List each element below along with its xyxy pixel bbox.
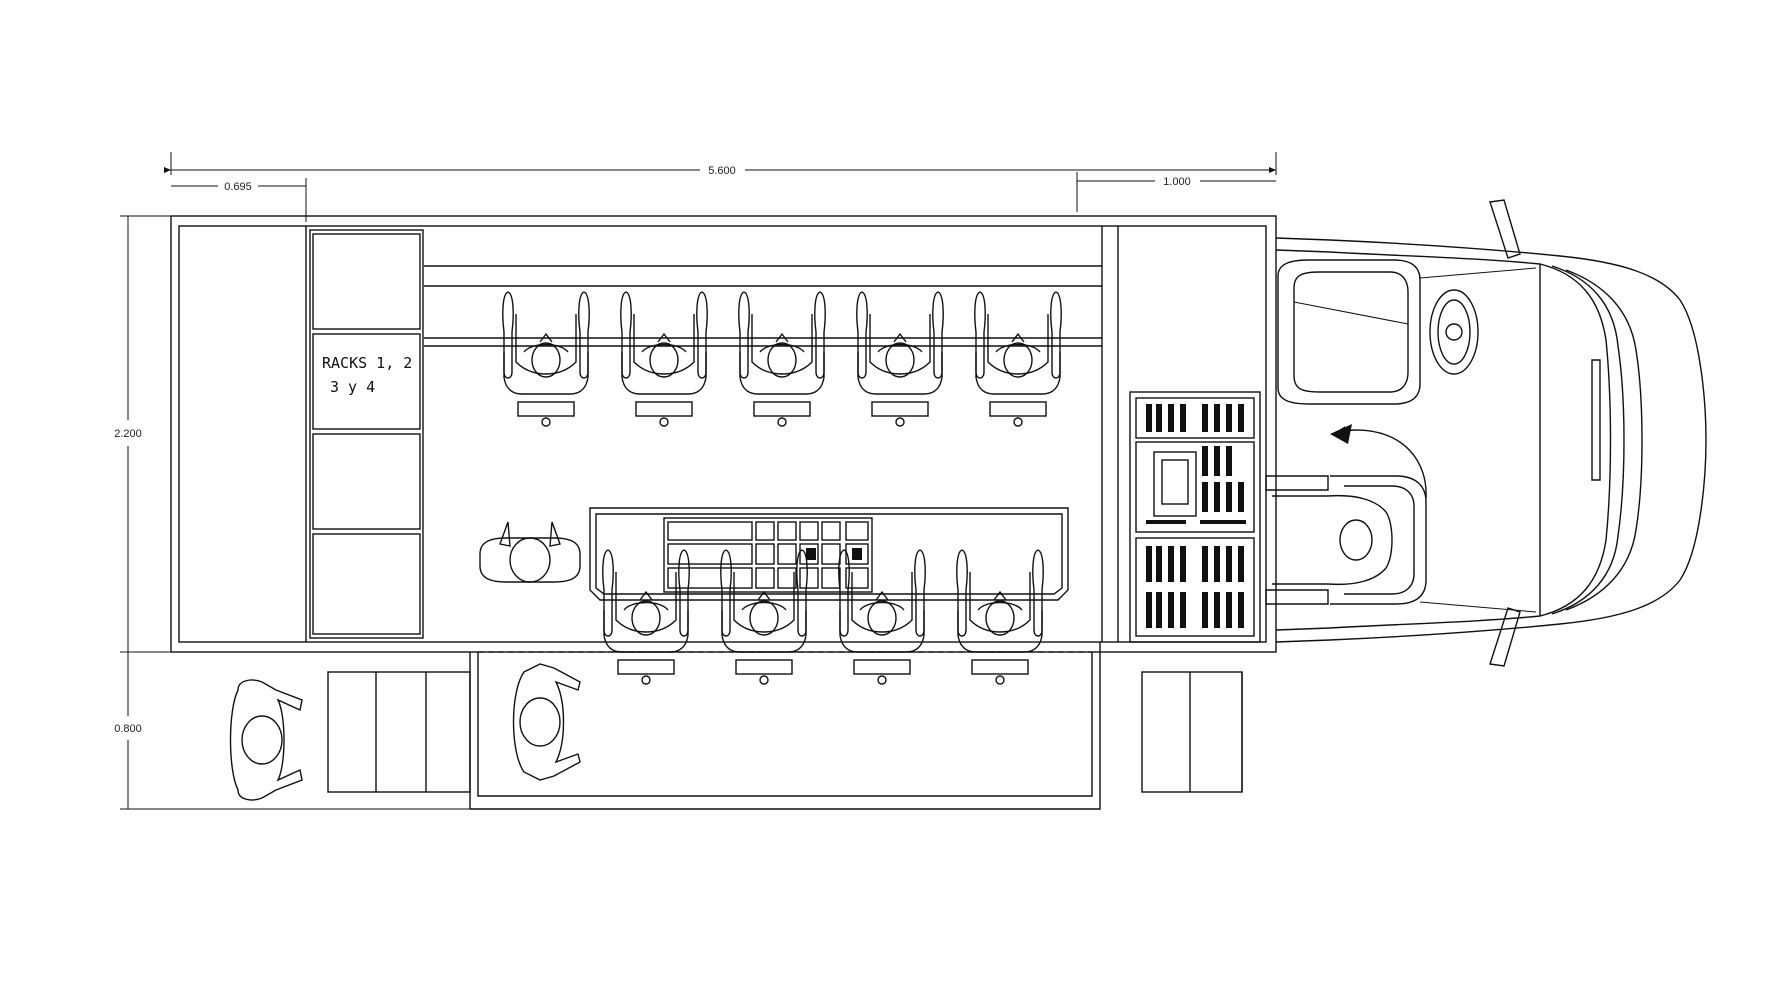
passenger-seat	[1277, 259, 1421, 405]
steering-wheel	[1429, 289, 1479, 375]
truck-cab	[1275, 199, 1707, 667]
dimension-cab-section	[1076, 172, 1276, 212]
awning-platform	[327, 642, 1243, 810]
racks-label-line1: RACKS 1, 2	[322, 354, 412, 372]
rack-3	[312, 433, 421, 530]
dimension-rear-section	[171, 178, 307, 222]
standing-person-console	[479, 521, 581, 583]
walking-person-door	[512, 663, 581, 781]
dimension-rear-section-text: 0.695	[224, 181, 252, 193]
dimension-cab-section-text: 1.000	[1163, 176, 1191, 188]
rear-compartment	[305, 226, 424, 642]
dimension-awning-width-text: 0.800	[114, 723, 142, 735]
dimension-overall-length-text: 5.600	[708, 165, 736, 177]
front-compartment	[1101, 226, 1119, 642]
rack-1	[312, 233, 421, 330]
walking-person-left	[229, 679, 303, 801]
dimension-body-width-text: 2.200	[114, 428, 142, 440]
driver-seat	[1265, 475, 1427, 605]
dimension-awning-width	[120, 652, 470, 810]
dimension-overall-length	[164, 152, 1277, 175]
mirror-bottom	[1489, 607, 1521, 667]
rack-4	[312, 533, 421, 635]
equipment-rack-front	[1129, 391, 1261, 643]
mirror-top	[1489, 199, 1521, 259]
rotation-arrow	[1330, 424, 1427, 499]
rack-2	[312, 333, 421, 430]
central-console	[589, 507, 1069, 601]
racks-label-line2: 3 y 4	[330, 378, 375, 396]
operator-chairs-top	[502, 291, 1062, 427]
top-counter	[424, 265, 1102, 347]
operator-chairs-bottom	[602, 549, 1044, 685]
